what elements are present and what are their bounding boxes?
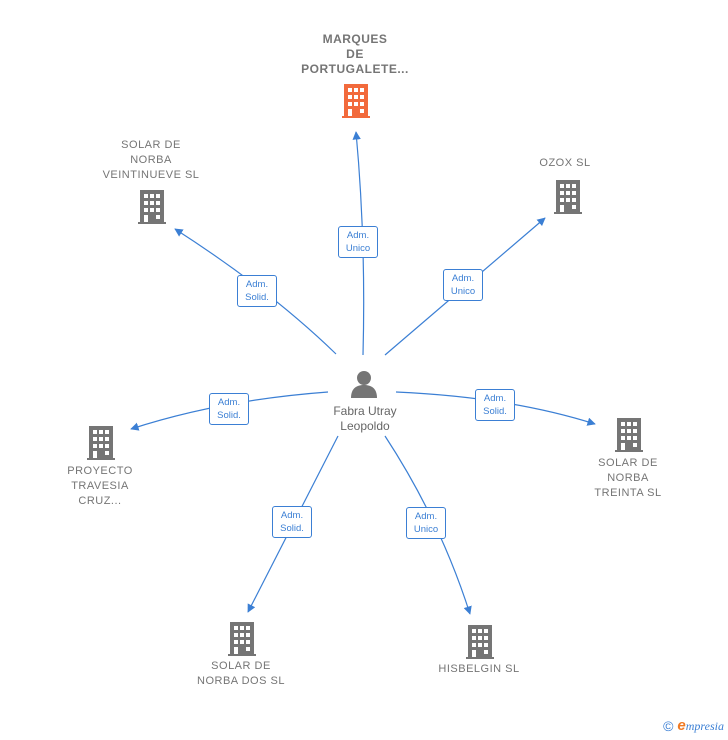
edge-role-line1: Adm. <box>280 510 304 521</box>
company-label-line: NORBA <box>130 154 172 166</box>
company-label-line: MARQUES <box>322 32 388 46</box>
edge-role-line2: Solid. <box>280 523 304 534</box>
company-label-solar-dos[interactable]: SOLAR DE NORBA DOS SL <box>166 659 316 689</box>
company-label-line: PORTUGALETE... <box>301 62 409 76</box>
copyright-icon: © <box>663 717 674 734</box>
company-label-line: TREINTA SL <box>594 487 662 499</box>
edge-label-solar-treinta[interactable]: Adm. Solid. <box>475 389 515 421</box>
edge-role-line2: Unico <box>345 243 371 254</box>
edge-label-ozox[interactable]: Adm. Unico <box>443 269 483 301</box>
brand-logo[interactable]: empresia <box>677 717 724 734</box>
center-name-line1: Fabra Utray <box>333 404 397 418</box>
edge-role-line2: Unico <box>413 524 439 535</box>
center-person-label[interactable]: Fabra Utray Leopoldo <box>305 404 425 434</box>
brand-initial: e <box>677 717 686 734</box>
company-label-solar-treinta[interactable]: SOLAR DE NORBA TREINTA SL <box>553 456 703 501</box>
building-icon-hisbelgin[interactable] <box>466 625 494 659</box>
edge-role-line1: Adm. <box>217 397 241 408</box>
company-label-line: OZOX SL <box>539 157 591 169</box>
edge-role-line1: Adm. <box>414 511 438 522</box>
edge-label-hisbelgin[interactable]: Adm. Unico <box>406 507 446 539</box>
building-icon-ozox[interactable] <box>554 180 582 214</box>
company-label-line: SOLAR DE <box>598 457 658 469</box>
company-label-solar-veintinueve[interactable]: SOLAR DE NORBA VEINTINUEVE SL <box>76 138 226 183</box>
center-name-line2: Leopoldo <box>340 419 390 433</box>
edge-role-line2: Unico <box>450 286 476 297</box>
edge-role-line2: Solid. <box>217 410 241 421</box>
edge-role-line1: Adm. <box>451 273 475 284</box>
edge-role-line2: Solid. <box>483 406 507 417</box>
company-label-proyecto[interactable]: PROYECTO TRAVESIA CRUZ... <box>25 464 175 509</box>
company-label-ozox[interactable]: OZOX SL <box>490 156 640 171</box>
edge-label-solar-veintinueve[interactable]: Adm. Solid. <box>237 275 277 307</box>
building-icon-solar-veintinueve[interactable] <box>138 190 166 224</box>
company-label-line: PROYECTO <box>67 465 133 477</box>
person-icon[interactable] <box>351 371 377 398</box>
company-label-line: SOLAR DE <box>121 139 181 151</box>
company-label-line: SOLAR DE <box>211 660 271 672</box>
building-icon-solar-treinta[interactable] <box>615 418 643 452</box>
company-label-line: NORBA DOS SL <box>197 675 285 687</box>
footer-brand: © empresia <box>663 717 724 734</box>
brand-name: mpresia <box>685 719 724 733</box>
company-label-line: NORBA <box>607 472 649 484</box>
company-label-hisbelgin[interactable]: HISBELGIN SL <box>404 662 554 677</box>
company-label-line: DE <box>346 47 364 61</box>
company-label-line: HISBELGIN SL <box>438 663 520 675</box>
building-icon-solar-dos[interactable] <box>228 622 256 656</box>
edge-label-solar-dos[interactable]: Adm. Solid. <box>272 506 312 538</box>
edge-role-line2: Solid. <box>245 292 269 303</box>
company-label-line: CRUZ... <box>78 495 122 507</box>
edge-role-line1: Adm. <box>245 279 269 290</box>
building-icon-marques[interactable] <box>342 84 370 118</box>
edge-role-line1: Adm. <box>346 230 370 241</box>
edge-label-proyecto[interactable]: Adm. Solid. <box>209 393 249 425</box>
company-label-line: TRAVESIA <box>71 480 129 492</box>
edge-label-marques[interactable]: Adm. Unico <box>338 226 378 258</box>
edge-role-line1: Adm. <box>483 393 507 404</box>
company-label-line: VEINTINUEVE SL <box>102 169 200 181</box>
building-icon-proyecto[interactable] <box>87 426 115 460</box>
